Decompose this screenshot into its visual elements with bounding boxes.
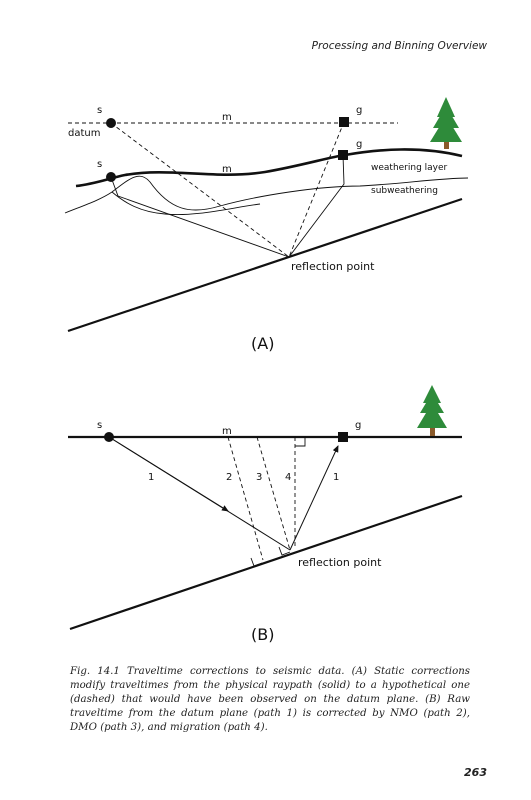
label-datum: datum xyxy=(68,128,100,139)
label-reflection-b: reflection point xyxy=(298,556,382,569)
ray-solid-source xyxy=(110,176,290,258)
panel-label-b: (B) xyxy=(251,625,274,644)
ray-path-1-left-arrowhead xyxy=(108,436,229,512)
reflector-a xyxy=(67,197,463,333)
right-angle-marker xyxy=(295,437,306,447)
ray-dashed-source xyxy=(110,122,290,258)
subweathering-line xyxy=(64,175,469,214)
page-number: 263 xyxy=(464,766,487,779)
receiver-marker-b xyxy=(338,432,348,442)
label-reflection-a: reflection point xyxy=(291,260,375,273)
right-angle-marker xyxy=(278,546,291,556)
reflector-b xyxy=(69,494,463,631)
running-head: Processing and Binning Overview xyxy=(311,40,487,52)
label-s-datum: s xyxy=(97,105,102,116)
label-m-surface: m xyxy=(222,164,232,175)
label-m-datum: m xyxy=(222,112,232,123)
ray-path-3 xyxy=(256,436,291,551)
figure-caption: Fig. 14.1 Traveltime corrections to seis… xyxy=(70,666,470,733)
surface-line xyxy=(75,148,463,188)
panel-label-a: (A) xyxy=(251,334,274,353)
ray-path-1-right xyxy=(289,445,339,551)
tree-icon xyxy=(430,97,462,149)
label-g-datum: g xyxy=(356,105,362,116)
right-angle-marker xyxy=(250,557,263,567)
label-s-surface: s xyxy=(97,159,102,170)
label-m-b: m xyxy=(222,426,232,437)
label-subweathering: subweathering xyxy=(371,186,438,196)
label-weathering: weathering layer xyxy=(371,163,448,173)
figure-panel-a: s m g datum s m g weathering layer subwe… xyxy=(64,97,469,353)
path-label-2: 2 xyxy=(226,472,232,483)
path-label-1-right: 1 xyxy=(333,472,339,483)
ray-path-2 xyxy=(227,436,264,561)
ray-dashed-receiver xyxy=(288,121,345,258)
label-s-b: s xyxy=(97,420,102,431)
path-label-4: 4 xyxy=(285,472,291,483)
ray-solid-receiver xyxy=(288,154,345,258)
path-label-3: 3 xyxy=(256,472,262,483)
path-label-1-left: 1 xyxy=(148,472,154,483)
figure-panel-b: s m g 1 2 3 4 1 reflection point (B) xyxy=(68,385,463,644)
label-g-b: g xyxy=(355,420,361,431)
label-g-surface: g xyxy=(356,139,362,150)
weathering-base-line xyxy=(111,191,261,216)
tree-icon xyxy=(417,385,447,436)
